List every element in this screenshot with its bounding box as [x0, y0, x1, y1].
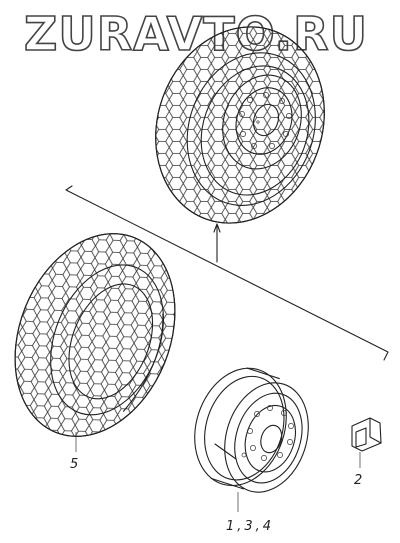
- tire-tread: [14, 233, 176, 437]
- assembled-hub-bore: [252, 103, 280, 137]
- rim-hub-bore: [260, 424, 283, 454]
- watermark: ZURAVTO.RU: [24, 7, 368, 61]
- rim-back-flange: [194, 367, 287, 487]
- callout-valve: 2: [354, 473, 362, 488]
- wheel-rim: [194, 367, 309, 512]
- assembled-bolt-holes: [239, 92, 292, 149]
- wheel-assembly: [155, 26, 325, 224]
- rim-bolt-holes: [241, 405, 294, 461]
- tire-bead-opening: [68, 283, 154, 400]
- valve-part: [351, 417, 382, 468]
- assembled-tire-sidewall: [186, 52, 316, 206]
- rim-front-flange: [224, 382, 309, 493]
- callout-wheel: 1,3,4: [226, 519, 274, 534]
- valve-stem: [214, 443, 237, 460]
- assembled-wheel-disc: [222, 74, 302, 170]
- tire: [14, 233, 176, 452]
- callout-tire: 5: [70, 457, 78, 472]
- explosion-bracket: [65, 185, 389, 361]
